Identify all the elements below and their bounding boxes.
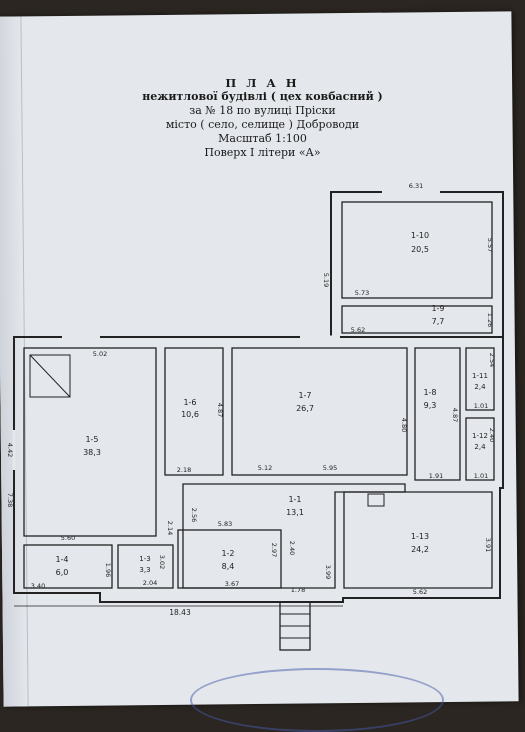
building-description: нежитлової будівлі ( цех ковбасний ) [142, 90, 383, 103]
dim-label: 7.38 [6, 493, 14, 507]
plan-header: П Л А Н нежитлової будівлі ( цех ковбасн… [0, 76, 525, 160]
room-1-2-outline [177, 529, 282, 589]
dim-label: 2.56 [190, 508, 198, 522]
dim-label: 2.04 [143, 579, 157, 587]
dim-label: 5.60 [61, 534, 75, 542]
room-1-7-id: 1-7 [298, 391, 311, 400]
room-1-13-outline [343, 491, 493, 589]
equipment-box-diagonal [29, 354, 71, 398]
room-1-4-id: 1-4 [55, 555, 68, 564]
room-1-3-outline [117, 544, 174, 589]
dim-label: 3.02 [158, 555, 166, 569]
room-1-9-outline [341, 305, 493, 334]
dim-label: 3.91 [484, 538, 492, 552]
dim-label: 2.14 [166, 521, 174, 535]
dim-label: 5.83 [218, 520, 232, 528]
official-stamp [190, 668, 444, 732]
room-1-11-area: 2,4 [474, 383, 486, 391]
room-1-9-area: 7,7 [432, 317, 445, 326]
dim-label: 1.78 [291, 586, 305, 594]
room-1-10-area: 20,5 [411, 245, 429, 254]
room-1-12-id: 1-12 [472, 432, 488, 440]
room-1-2-id: 1-2 [221, 549, 234, 558]
room-1-3-area: 3,3 [139, 566, 150, 574]
dim-label: 1.96 [104, 563, 112, 577]
room-1-13-area: 24,2 [411, 545, 429, 554]
room-1-1-id: 1-1 [288, 495, 301, 504]
room-1-6-area: 10,6 [181, 410, 199, 419]
annex-outer-wall [330, 191, 504, 338]
room-1-12-area: 2,4 [474, 443, 486, 451]
address-line: за № 18 по вулиці Пріски [189, 104, 336, 117]
room-1-4-area: 6,0 [56, 568, 69, 577]
room-1-5-area: 38,3 [83, 448, 101, 457]
dim-label: 5.19 [322, 273, 330, 287]
room-1-6-outline [164, 347, 224, 476]
dim-label: 2.54 [488, 353, 496, 367]
room-1-4-outline [23, 544, 113, 589]
room-1-8-id: 1-8 [423, 388, 436, 397]
room-1-13-id: 1-13 [411, 532, 429, 541]
room-1-1-area: 13,1 [286, 508, 304, 517]
floor-plan: 1-10 20,5 1-9 7,7 1-5 38,3 1-6 10,6 1-7 … [6, 182, 504, 617]
main-outer-wall [13, 336, 504, 603]
dim-label: 2.40 [488, 428, 496, 442]
hatch-marker [367, 493, 385, 507]
plan-title: П Л А Н [225, 76, 300, 90]
room-1-3-id: 1-3 [139, 555, 150, 563]
dim-label: 3.67 [225, 580, 239, 588]
dim-label: 5.57 [486, 238, 494, 252]
room-1-7-area: 26,7 [296, 404, 314, 413]
room-1-6-id: 1-6 [183, 398, 196, 407]
room-1-11-id: 1-11 [472, 372, 488, 380]
dim-label: 5.73 [355, 289, 369, 297]
room-1-9-id: 1-9 [431, 304, 444, 313]
dim-label: 5.12 [258, 464, 272, 472]
room-1-2-area: 8,4 [222, 562, 235, 571]
dim-label: 4.87 [451, 408, 459, 422]
dim-label: 1.26 [486, 313, 494, 327]
dim-label: 4.87 [216, 403, 224, 417]
dim-label: 5.62 [413, 588, 427, 596]
floor-line: Поверх І літери «А» [204, 146, 321, 159]
equipment-box [29, 354, 71, 398]
room-1-5-outline [23, 347, 157, 537]
dim-label: 2.40 [288, 541, 296, 555]
scale-line: Масштаб 1:100 [218, 132, 307, 145]
room-1-10-outline [341, 201, 493, 299]
dim-label: 3.99 [324, 565, 332, 579]
room-1-11-outline [465, 347, 495, 411]
city-line: місто ( село, селище ) Доброводи [165, 118, 360, 131]
dim-label: 4.42 [6, 443, 14, 457]
room-1-8-area: 9,3 [424, 401, 437, 410]
dim-label: 5.02 [93, 350, 107, 358]
dim-label: 2.97 [270, 543, 278, 557]
room-1-8-outline [414, 347, 461, 481]
overall-length-label: 18.43 [169, 608, 191, 617]
room-1-5-id: 1-5 [85, 435, 98, 444]
dim-label: 3.40 [31, 582, 45, 590]
room-1-12-outline [465, 417, 495, 481]
dim-label: 1.91 [429, 472, 443, 480]
dim-label: 6.31 [409, 182, 423, 190]
dim-label: 5.62 [351, 326, 365, 334]
room-1-10-id: 1-10 [411, 231, 429, 240]
dim-label: 1.01 [474, 402, 488, 410]
dim-label: 1.01 [474, 472, 488, 480]
dim-label: 4.80 [400, 418, 408, 432]
dim-label: 5.95 [323, 464, 337, 472]
dim-label: 2.18 [177, 466, 191, 474]
room-1-7-outline [231, 347, 408, 476]
